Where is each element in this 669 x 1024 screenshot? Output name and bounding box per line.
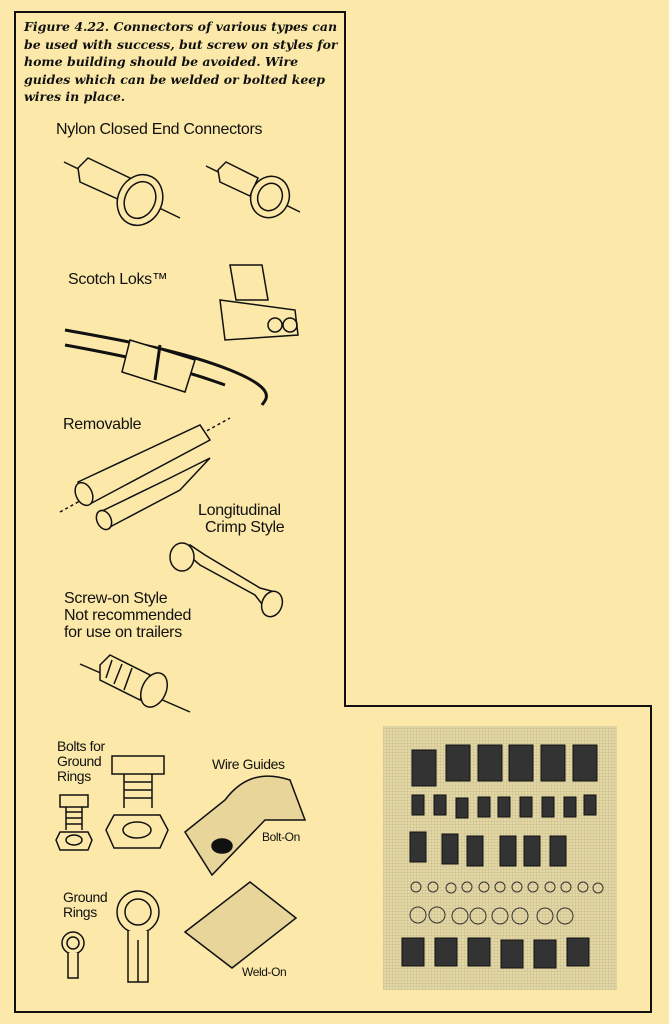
ground-rings-drawing — [61, 890, 160, 983]
label-rings: Rings — [63, 904, 97, 920]
label-scotch-loks: Scotch Loks™ — [68, 271, 168, 288]
wire-guides-drawing — [183, 775, 307, 969]
label-bolts-ground: Ground — [57, 753, 102, 769]
label-screw-on: Screw-on Style — [64, 590, 168, 607]
photo-ring-terminals — [409, 881, 604, 925]
label-wire-guides: Wire Guides — [212, 756, 285, 772]
label-longitudinal: Longitudinal — [198, 502, 281, 519]
crimp-connector-drawing — [169, 542, 284, 618]
label-nylon: Nylon Closed End Connectors — [56, 121, 263, 138]
bolts-drawing — [55, 755, 169, 851]
label-trailers: for use on trailers — [64, 624, 182, 641]
label-bolts-for: Bolts for — [57, 738, 105, 754]
nylon-connector-drawing — [63, 157, 301, 227]
label-bolts-rings: Rings — [57, 768, 91, 784]
label-crimp-style: Crimp Style — [205, 519, 285, 536]
label-bolt-on: Bolt-On — [262, 830, 300, 844]
label-weld-on: Weld-On — [242, 965, 287, 979]
photo-connector-items — [401, 744, 598, 969]
scotch-lok-drawing — [64, 264, 299, 406]
label-not-recommended: Not recommended — [64, 607, 192, 624]
label-ground: Ground — [63, 889, 108, 905]
removable-connector-drawing — [59, 417, 231, 531]
figure-caption: Figure 4.22. Connectors of various types… — [24, 19, 338, 104]
label-removable: Removable — [63, 416, 142, 433]
screw-on-connector-drawing — [79, 654, 191, 713]
